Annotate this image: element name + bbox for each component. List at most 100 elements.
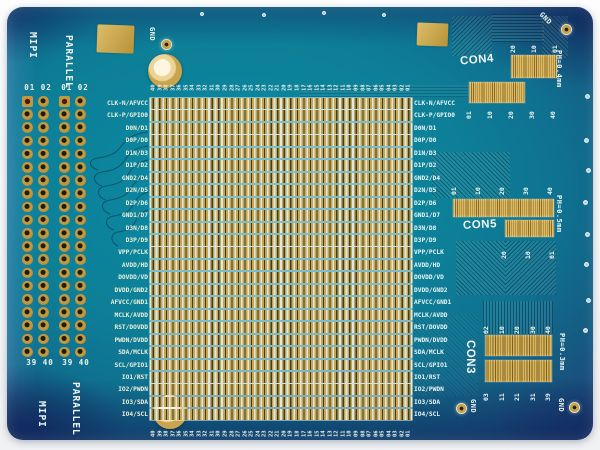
con4-pad-strip-top [511,55,557,78]
header-pin [38,162,49,173]
signal-row-label-right: CLK-P/GPIO0 [414,112,455,120]
header-pin [75,320,86,331]
via-dot [584,262,589,267]
con5-pad-strip-top [453,199,554,217]
header-pin [59,254,70,265]
column-number: 09 [353,84,360,91]
via-dot [586,168,591,173]
column-number: 18 [294,84,301,91]
header-pin [22,148,33,160]
column-number: 07 [366,84,373,91]
signal-row-label-right: IO1/RST [414,373,441,381]
pad-row [150,347,412,358]
pad-row [150,222,412,234]
signal-row-label-right: IO4/SCL [414,411,441,419]
column-number: 21 [274,430,281,437]
column-number: 16 [307,84,314,91]
pin-number-tick: 20 [513,326,521,334]
header-pin [38,294,49,305]
signal-row-label-right: AVDD/HD [414,261,441,269]
header-pin [38,307,49,318]
con5-fanout-bottom-left [456,241,506,295]
column-number: 10 [346,430,353,437]
pin-number-tick: 40 [544,326,552,334]
gnd-via-bottom-left [456,403,467,414]
signal-row-label-right: DVDD/GND2 [414,286,448,294]
column-number: 01 [405,430,412,437]
con4-fanout-left [452,16,492,56]
header-pin [38,333,49,345]
header-pin [75,267,86,279]
column-number: 25 [248,430,255,437]
pad-row [150,234,412,246]
header-pin [38,201,49,213]
header-pin [22,307,33,318]
header-pin [22,122,33,133]
header-pin [75,135,86,147]
via-dot [322,11,326,15]
pad-row [150,259,412,271]
column-number: 25 [248,84,255,91]
signal-row-label-left: GND2/D4 [121,174,148,182]
signal-row-label-right: D3N/D8 [414,224,437,232]
pad-row [150,334,412,346]
con4-fanout-top [492,14,544,42]
pin-number-tick: 11 [497,393,506,401]
pin-number-tick: 10 [486,111,494,119]
pad-row [150,409,412,420]
header-pin [22,135,33,147]
pad-row [150,272,412,283]
signal-row-label-left: CLK-P/GPIO0 [107,112,148,120]
mipi-pins-top-label: 01 02 [24,83,52,92]
header-pin [38,122,49,133]
signal-row-label-left: RST/DOVDD [114,324,148,332]
header-pin [75,122,86,133]
con4-fanout-right [542,16,568,58]
header-pin [59,96,70,107]
signal-row-label-right: D2P/D6 [414,199,437,207]
column-number: 29 [222,430,229,437]
header-pin [75,307,86,318]
pad-row [150,396,412,408]
header-pin [75,109,86,120]
gnd-label-bottom-right: GND [557,398,565,413]
header-pin [22,267,33,279]
header-pin [59,307,70,318]
column-number: 34 [189,430,196,437]
parallel-label-top: PARALLEL [63,35,74,89]
header-pin [59,135,70,147]
parallel-pins-bottom-label: 39 40 [62,358,90,367]
header-pin [59,201,70,213]
header-pin [59,346,70,358]
pad-row [150,359,412,371]
header-pin [22,162,33,173]
via-dot [200,12,204,16]
header-pin [38,135,49,147]
pin-number-tick: 10 [530,45,538,53]
con4-feed-traces [300,85,468,97]
via-dot [585,94,590,99]
signal-row-label-left: AFVCC/GND1 [110,299,148,307]
signal-row-label-right: DOVDD/VD [414,274,444,282]
header-pin [38,175,49,186]
header-pin [38,320,49,331]
signal-row-label-left: IO4/SCL [121,411,148,419]
gnd-label-bottom-left: GND [469,399,477,414]
via-dot [382,13,386,17]
con5-fanout-bottom-right [506,241,556,295]
pin-number-tick: 03 [482,393,490,401]
signal-row-label-left: D3N/D8 [125,224,148,232]
pad-row [150,122,412,134]
con4-pad-strip-bottom [469,82,525,103]
header-pin [75,148,86,160]
header-pin [38,148,49,160]
via-dot [585,232,590,237]
header-pin [59,320,70,331]
pin-number-tick: 20 [509,45,517,53]
